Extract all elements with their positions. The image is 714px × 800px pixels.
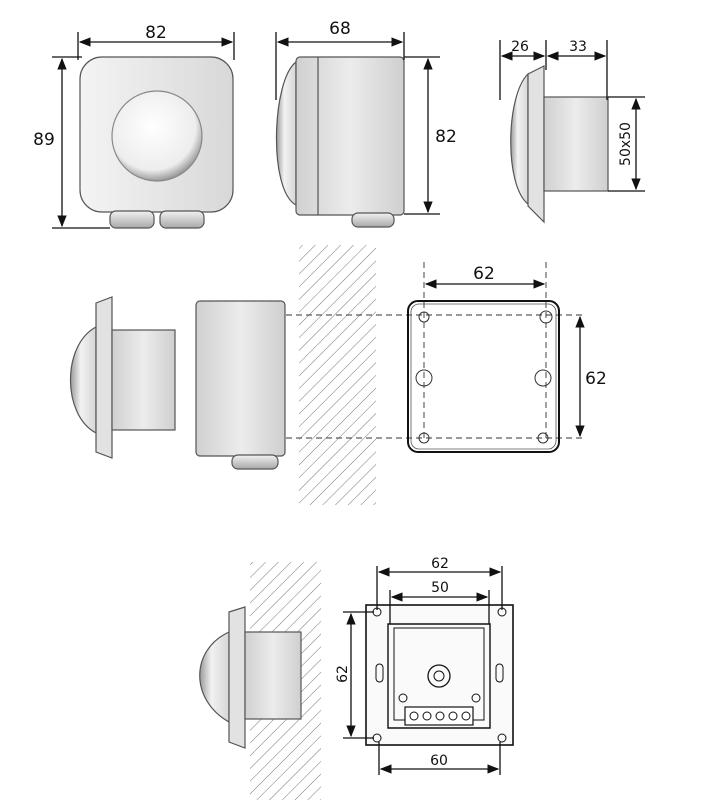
side-height-label: 82	[435, 127, 457, 147]
cable-gland-left	[109, 210, 155, 229]
flange-label: 26	[511, 39, 529, 55]
mount-hole-top-right	[539, 310, 553, 324]
flush-knob-dome	[199, 631, 230, 724]
flush-bottom-label: 60	[430, 753, 448, 769]
knob-flange	[527, 65, 545, 224]
flush-height-label: 62	[335, 665, 351, 683]
side-view: 68 82	[275, 19, 457, 228]
flush-knob-flange	[228, 606, 246, 749]
mount-spacing-h-label: 62	[473, 264, 495, 284]
flush-mount-view: 62 50 62 60	[199, 556, 514, 800]
body-label: 33	[569, 39, 587, 55]
mount-spacing-v-label: 62	[585, 369, 607, 389]
mount-hole-bottom-left	[418, 432, 430, 444]
side-housing	[295, 56, 405, 216]
flush-center-knob-outer	[427, 664, 451, 688]
flush-inner-box	[387, 623, 491, 729]
back-plate	[407, 300, 560, 453]
knob-profile-view: 26 33 50x50	[499, 39, 645, 224]
terminal-1	[409, 711, 419, 721]
side-depth-label: 68	[329, 19, 351, 39]
back-plate-inner	[410, 303, 557, 450]
flush-inner-frame	[393, 627, 485, 721]
side-knob-dome	[275, 60, 297, 207]
flush-screw-right	[471, 693, 481, 703]
cable-gland-right	[159, 210, 205, 229]
side-cable-gland	[351, 212, 395, 228]
terminal-5	[461, 711, 471, 721]
mount-hole-top-left	[418, 311, 430, 323]
mount-wall-hatch	[299, 245, 376, 505]
terminal-block	[404, 706, 474, 726]
mount-knob-body	[111, 329, 176, 431]
front-knob	[111, 90, 203, 182]
flush-outer-label: 62	[431, 556, 449, 572]
flush-slot-right	[495, 663, 504, 683]
flush-inner-label: 50	[431, 580, 449, 596]
flush-slot-left	[375, 663, 384, 683]
flush-screw-left	[398, 693, 408, 703]
terminal-3	[435, 711, 445, 721]
front-width-label: 82	[145, 23, 167, 43]
knob-body	[543, 96, 609, 192]
flush-knob-body	[244, 631, 302, 720]
section-label: 50x50	[618, 122, 634, 166]
mount-housing	[195, 300, 286, 457]
flush-center-knob-inner	[433, 670, 445, 682]
front-view: 82 89	[33, 23, 235, 229]
terminal-4	[448, 711, 458, 721]
mount-hole-mid-right	[534, 369, 552, 387]
mount-knob-dome	[70, 326, 97, 434]
mount-hole-bottom-right	[537, 432, 549, 444]
front-height-label: 89	[33, 130, 55, 150]
surface-mount-view: 62 62	[70, 245, 607, 505]
flush-hole-bottom-right	[497, 733, 507, 743]
mount-hole-mid-left	[415, 369, 433, 387]
terminal-2	[422, 711, 432, 721]
knob-dome	[510, 72, 529, 206]
mount-knob-flange	[95, 296, 113, 459]
mount-cable-gland	[231, 454, 279, 470]
